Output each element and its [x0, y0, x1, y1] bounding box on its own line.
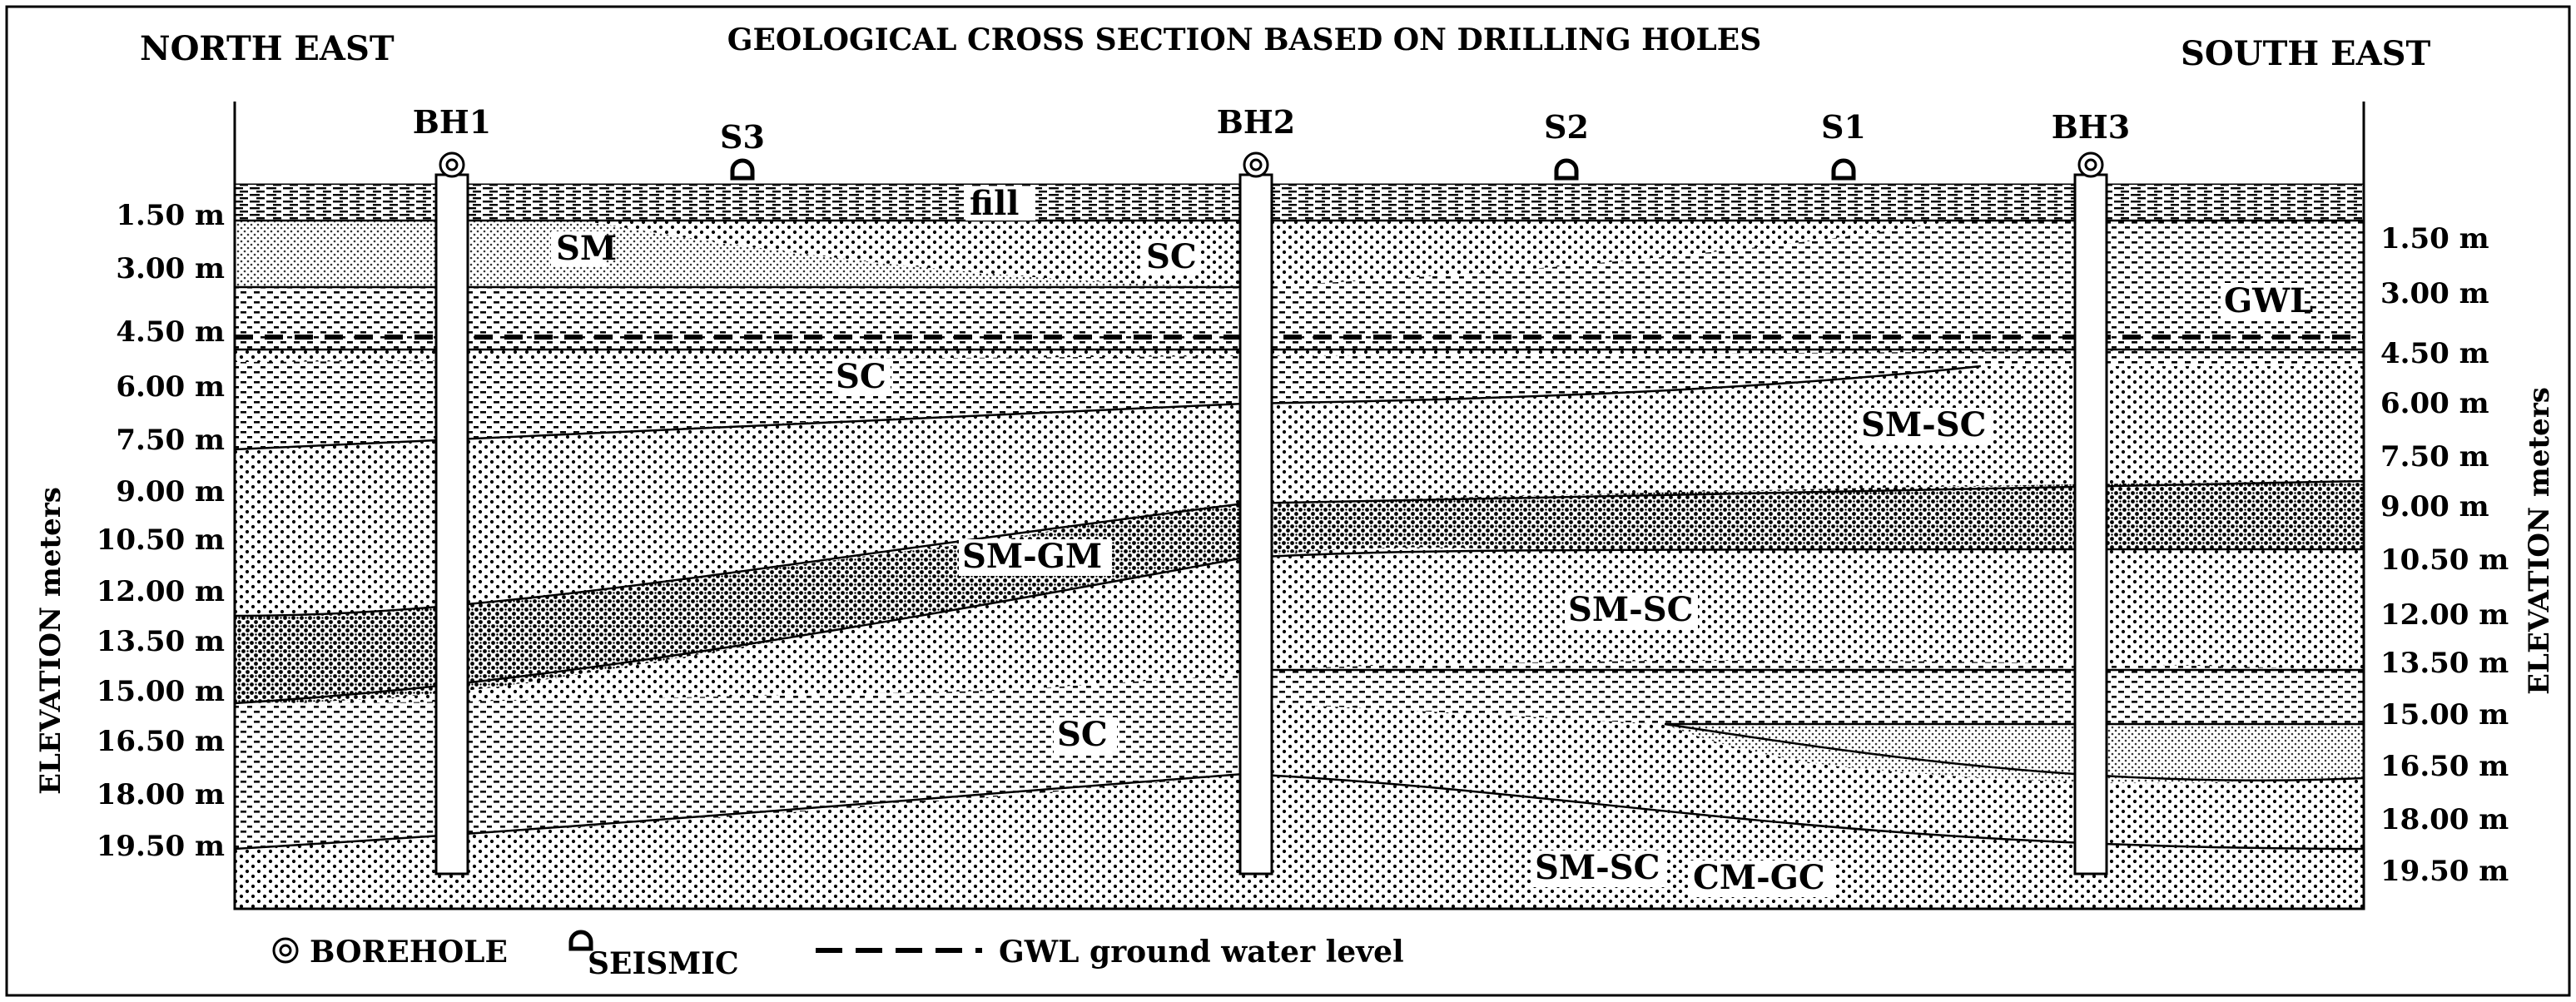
soil-label-smgm: SM-GM — [962, 537, 1102, 576]
left-depth-13: 19.50 m — [97, 830, 225, 863]
right-depth-3: 4.50 m — [2380, 337, 2489, 370]
left-depth-10: 15.00 m — [97, 675, 225, 708]
left-depth-7: 10.50 m — [97, 523, 225, 557]
figure-border — [5, 5, 2571, 997]
right-depth-7: 10.50 m — [2380, 543, 2509, 577]
borehole-bh1-symbol — [439, 151, 465, 178]
left-depth-11: 16.50 m — [97, 725, 225, 758]
seismic-s3-symbol — [730, 158, 755, 181]
left-depth-1: 1.50 m — [116, 199, 225, 232]
right-depth-8: 12.00 m — [2380, 598, 2509, 632]
seismic-label-s1: S1 — [1821, 108, 1866, 146]
soil-label-sm: SM — [556, 229, 617, 268]
lens-right-layer — [1665, 724, 2364, 783]
soil-label-gwl: GWL — [2224, 281, 2313, 320]
seismic-label-s3: S3 — [720, 118, 765, 156]
sc-low-layer — [235, 674, 1244, 849]
left-depth-5: 7.50 m — [116, 424, 225, 457]
borehole-bh3-symbol — [2077, 151, 2104, 178]
legend-seismic-icon — [568, 930, 593, 951]
right-axis-label: ELEVATION meters — [2523, 387, 2556, 695]
soil-labels: fill SM SC GWL SC SM-SC SM-GM SM-SC SC S… — [551, 184, 2313, 897]
right-depth-1: 1.50 m — [2380, 222, 2489, 255]
borehole-label-bh1: BH1 — [413, 103, 491, 141]
soil-label-smsc-bottom: SM-SC — [1535, 848, 1660, 887]
right-depth-5: 7.50 m — [2380, 440, 2489, 474]
soil-label-sc-top: SC — [1146, 237, 1197, 276]
fill-layer — [235, 185, 2364, 221]
soil-label-sc-low: SC — [1057, 715, 1108, 754]
right-depth-2: 3.00 m — [2380, 277, 2489, 310]
borehole-label-bh3: BH3 — [2052, 108, 2130, 146]
legend-borehole-label: BOREHOLE — [310, 935, 508, 970]
sc-upper-layer — [235, 221, 2364, 350]
legend-seismic-label: SEISMIC — [588, 946, 739, 981]
right-depth-9: 13.50 m — [2380, 647, 2509, 680]
seismic-s2-symbol — [1554, 158, 1579, 181]
strata — [235, 185, 2364, 909]
borehole-bh1-column — [434, 173, 469, 876]
sm-top-layer — [235, 221, 1244, 287]
right-depth-6: 9.00 m — [2380, 490, 2489, 523]
borehole-bh2-column — [1238, 173, 1273, 876]
left-axis-label: ELEVATION meters — [34, 487, 67, 795]
right-depth-13: 19.50 m — [2380, 855, 2509, 888]
left-depth-4: 6.00 m — [116, 370, 225, 404]
left-depth-6: 9.00 m — [116, 475, 225, 508]
left-depth-9: 13.50 m — [97, 625, 225, 658]
borehole-bh2-symbol — [1243, 151, 1269, 178]
soil-label-sc-mid: SC — [836, 357, 886, 396]
legend: BOREHOLE SEISMIC GWL ground water level — [272, 930, 1404, 981]
legend-borehole-icon — [272, 937, 299, 964]
section-outline — [233, 185, 2365, 910]
smsc-mid-layer — [1498, 549, 2364, 599]
diagram-title: GEOLOGICAL CROSS SECTION BASED ON DRILLI… — [727, 22, 1762, 57]
soil-label-cmgc: CM-GC — [1693, 858, 1825, 897]
soil-label-smsc-right: SM-SC — [1861, 405, 1987, 444]
right-depth-11: 16.50 m — [2380, 750, 2509, 783]
south-east-label: SOUTH EAST — [2181, 34, 2431, 73]
seismic-s1-symbol — [1831, 158, 1856, 181]
legend-gwl-label: GWL ground water level — [999, 935, 1404, 970]
borehole-label-bh2: BH2 — [1217, 103, 1295, 141]
right-depth-10: 15.00 m — [2380, 698, 2509, 732]
soil-label-smsc-mid: SM-SC — [1568, 590, 1694, 629]
left-depth-3: 4.50 m — [116, 315, 225, 349]
sc-layer — [235, 350, 2364, 449]
seismic-label-s2: S2 — [1544, 108, 1589, 146]
right-depth-12: 18.00 m — [2380, 803, 2509, 836]
right-depth-4: 6.00 m — [2380, 387, 2489, 420]
left-depth-2: 3.00 m — [116, 252, 225, 285]
right-depth-scale: 1.50 m 3.00 m 4.50 m 6.00 m 7.50 m 9.00 … — [2380, 222, 2509, 888]
borehole-bh3-column — [2073, 173, 2108, 876]
north-east-label: NORTH EAST — [140, 29, 395, 68]
left-depth-8: 12.00 m — [97, 575, 225, 608]
left-depth-12: 18.00 m — [97, 778, 225, 811]
left-depth-scale: 1.50 m 3.00 m 4.50 m 6.00 m 7.50 m 9.00 … — [97, 199, 225, 863]
soil-label-fill: fill — [970, 184, 1019, 223]
